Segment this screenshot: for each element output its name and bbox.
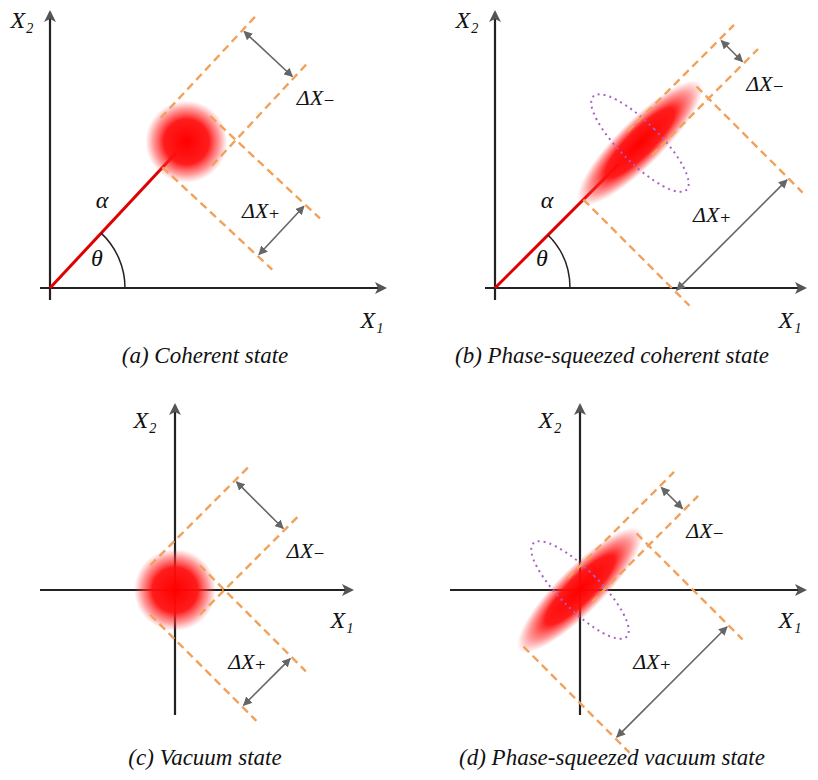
panel-caption: (d) Phase-squeezed vacuum state	[459, 745, 765, 770]
phase-panel	[450, 405, 805, 753]
angle-arc	[548, 235, 570, 288]
quadrature-axis	[40, 287, 385, 289]
panel-caption: (c) Vacuum state	[128, 745, 281, 770]
angle-symbol: θ	[536, 245, 548, 271]
amplitude-symbol: α	[96, 187, 109, 213]
phase-panel	[40, 12, 385, 300]
guide-line	[697, 86, 803, 192]
quadrature-axis	[494, 12, 496, 300]
guide-line	[150, 466, 249, 565]
axis-label: X₂	[133, 407, 156, 433]
guide-line	[583, 200, 689, 306]
wigner-blob	[563, 66, 717, 220]
dimension-label: ΔX₊	[228, 650, 266, 674]
panel-caption: (b) Phase-squeezed coherent state	[455, 343, 769, 368]
guide-line	[652, 49, 758, 155]
reference-ellipse	[579, 82, 701, 204]
angle-arc	[101, 233, 125, 288]
guide-line	[592, 496, 698, 602]
angle-symbol: θ	[91, 245, 103, 271]
dimension-arrow	[661, 487, 682, 508]
dimension-label: ΔX₋	[746, 72, 784, 96]
guide-line	[161, 15, 256, 117]
guide-line	[523, 647, 629, 753]
panel-caption: (a) Coherent state	[122, 343, 289, 368]
dimension-arrow	[617, 627, 727, 737]
wigner-blob	[128, 84, 244, 200]
quadrature-axis	[485, 287, 805, 289]
phase-panel	[40, 405, 352, 721]
amplitude-symbol: α	[541, 187, 554, 213]
guide-line	[637, 533, 743, 639]
dimension-label: ΔX₊	[242, 199, 280, 223]
guide-line	[568, 472, 674, 578]
dimension-arrow	[677, 180, 787, 290]
quadrature-axis	[49, 12, 51, 300]
dimension-arrow	[244, 31, 292, 76]
dimension-label: ΔX₋	[686, 519, 724, 543]
axis-label: X₁	[778, 607, 801, 633]
dimension-label: ΔX₊	[633, 650, 671, 674]
axis-label: X₁	[360, 307, 383, 333]
wigner-blob	[117, 532, 233, 648]
dimension-label: ΔX₋	[297, 86, 335, 110]
dimension-label: ΔX₋	[287, 539, 325, 563]
quadrature-axis	[450, 589, 805, 591]
guide-line	[628, 25, 734, 131]
axis-label: X₁	[778, 307, 801, 333]
phase-panel	[485, 12, 805, 306]
wigner-blob	[503, 513, 657, 667]
dimension-label: ΔX₊	[693, 203, 731, 227]
amplitude-vector	[50, 153, 176, 288]
guide-line	[200, 516, 299, 615]
axis-label: X₁	[330, 607, 353, 633]
axis-label: X₂	[10, 7, 33, 33]
guide-line	[212, 63, 307, 165]
axis-label: X₂	[455, 7, 478, 33]
axis-label: X₂	[538, 407, 561, 433]
reference-ellipse	[519, 529, 641, 651]
dimension-arrow	[237, 482, 284, 529]
dimension-arrow	[721, 41, 742, 62]
